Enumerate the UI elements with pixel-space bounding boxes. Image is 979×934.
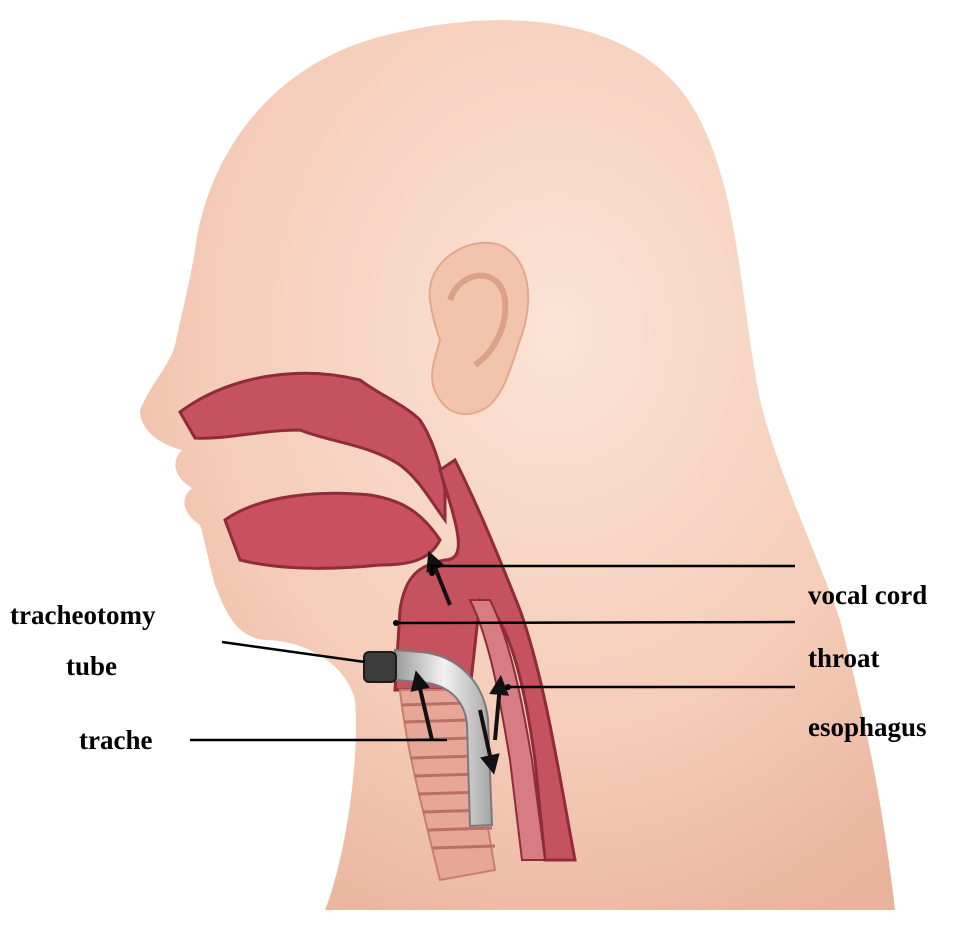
label-trache: trache: [79, 727, 152, 754]
label-throat: throat: [808, 645, 880, 672]
tube-flange: [364, 652, 396, 682]
label-esophagus: esophagus: [808, 714, 927, 741]
label-vocal-cord: vocal cord: [808, 582, 927, 609]
label-tracheotomy-line1: tracheotomy: [10, 602, 155, 629]
label-tracheotomy-line2: tube: [66, 653, 117, 680]
